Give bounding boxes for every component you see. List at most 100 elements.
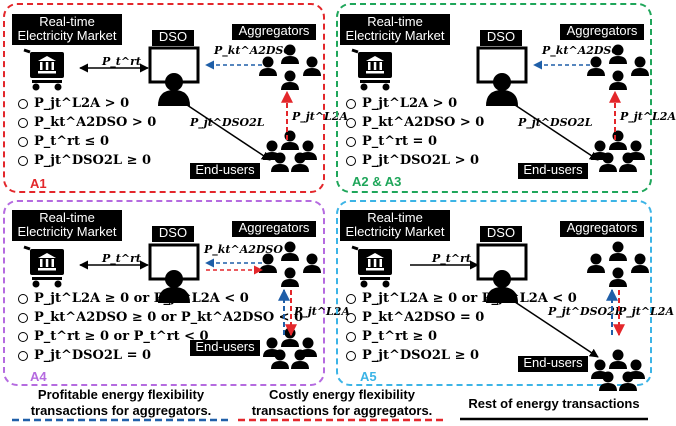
condition-item: P_t^rt ≥ 0 or P_t^rt < 0 (18, 327, 303, 346)
aggregator-person-icon (587, 56, 605, 76)
bullet-icon (346, 293, 356, 304)
diagram-graphics (12, 44, 649, 422)
arrow-label-a2dso-a2a3: P_kt^A2DSO (542, 44, 621, 57)
arrow-label-dso2l-a5: P_jt^DSO2L (548, 305, 623, 318)
cart-bank-icon-a2a3 (350, 48, 394, 92)
dso-label-a4: DSO (152, 226, 194, 242)
bullet-icon (346, 155, 356, 166)
market-label-a1: Real-time Electricity Market (12, 14, 122, 45)
endusers-label-a2a3: End-users (518, 163, 588, 179)
panel-a5 (336, 200, 652, 386)
condition-item: P_jt^L2A ≥ 0 or P_jt^L2A < 0 (18, 289, 303, 308)
legend-costly: Costly energy flexibility transactions f… (251, 387, 433, 418)
condition-item: P_jt^L2A > 0 (346, 94, 484, 113)
condition-item: P_jt^L2A > 0 (18, 94, 156, 113)
market-label-a4: Real-time Electricity Market (12, 210, 122, 241)
bullet-icon (346, 312, 356, 323)
endusers-label-a4: End-users (190, 340, 260, 356)
aggregators-label-a2a3: Aggregators (560, 24, 644, 40)
aggregators-label-a1: Aggregators (232, 24, 316, 40)
condition-item: P_t^rt = 0 (346, 132, 484, 151)
end-user-person-icon (609, 130, 627, 150)
aggregator-person-icon (281, 70, 299, 90)
aggregator-person-icon (303, 56, 321, 76)
bullet-icon (18, 98, 28, 109)
bullet-icon (346, 98, 356, 109)
bullet-icon (18, 136, 28, 147)
condition-item: P_jt^DSO2L > 0 (346, 151, 484, 170)
dso-computer-icon-a4 (148, 243, 200, 305)
arrow-label-a2dso-a1: P_kt^A2DSO (214, 44, 293, 57)
dso-label-a1: DSO (152, 30, 194, 46)
aggregator-person-icon (609, 241, 627, 261)
aggregators-label-a5: Aggregators (560, 221, 644, 237)
panel-a1 (3, 3, 325, 193)
cart-bank-icon-a4 (22, 245, 66, 289)
panel-a2-a3 (336, 3, 652, 193)
dso-label-a2a3: DSO (480, 30, 522, 46)
condition-item: P_t^rt ≤ 0 (18, 132, 156, 151)
condition-item: P_jt^DSO2L ≥ 0 (18, 151, 156, 170)
aggregator-person-icon (609, 44, 627, 64)
market-label-a2a3: Real-time Electricity Market (340, 14, 450, 45)
cart-bank-icon-a5 (350, 245, 394, 289)
condition-item: P_t^rt ≥ 0 (346, 327, 577, 346)
end-user-person-icon (281, 130, 299, 150)
aggregator-person-icon (609, 70, 627, 90)
aggregator-person-icon (281, 44, 299, 64)
aggregators-label-a4: Aggregators (232, 221, 316, 237)
condition-item: P_kt^A2DSO ≥ 0 or P_kt^A2DSO < 0 (18, 308, 303, 327)
bullet-icon (346, 331, 356, 342)
aggregator-person-icon (303, 253, 321, 273)
condition-item: P_jt^L2A ≥ 0 or P_jt^L2A < 0 (346, 289, 577, 308)
conditions-a5: P_jt^L2A ≥ 0 or P_jt^L2A < 0 P_kt^A2DSO … (346, 289, 577, 365)
cart-bank-icon-a1 (22, 48, 66, 92)
endusers-label-a1: End-users (190, 163, 260, 179)
bullet-icon (18, 117, 28, 128)
aggregator-person-icon (281, 241, 299, 261)
dso-computer-icon-a1 (148, 46, 200, 108)
panel-tag-a1: A1 (30, 176, 47, 191)
arrow-label-l2a-a4: P_jt^L2A (294, 305, 350, 318)
bullet-icon (18, 293, 28, 304)
aggregator-person-icon (609, 267, 627, 287)
legend-profitable: Profitable energy flexibility transactio… (30, 387, 212, 418)
conditions-a4: P_jt^L2A ≥ 0 or P_jt^L2A < 0 P_kt^A2DSO … (18, 289, 303, 365)
arrow-label-l2a-a2a3: P_jt^L2A (620, 110, 676, 123)
condition-item: P_kt^A2DSO > 0 (18, 113, 156, 132)
panel-a4 (3, 200, 325, 386)
bullet-icon (18, 350, 28, 361)
conditions-a2a3: P_jt^L2A > 0 P_kt^A2DSO > 0 P_t^rt = 0 P… (346, 94, 484, 170)
arrow-label-l2a-a1: P_jt^L2A (292, 110, 348, 123)
arrow-label-l2a-a5: P_jt^L2A (618, 305, 674, 318)
aggregator-person-icon (631, 253, 649, 273)
condition-item: P_jt^DSO2L ≥ 0 (346, 346, 577, 365)
bullet-icon (346, 136, 356, 147)
condition-item: P_jt^DSO2L = 0 (18, 346, 303, 365)
arrow-dso2l-a5 (511, 299, 599, 358)
end-user-person-icon (609, 349, 627, 369)
panel-tag-a5: A5 (360, 369, 377, 384)
aggregator-person-icon (631, 56, 649, 76)
endusers-label-a5: End-users (518, 356, 588, 372)
arrow-label-a2dso-a4: P_kt^A2DSO (204, 243, 283, 256)
panel-tag-a4: A4 (30, 369, 47, 384)
bullet-icon (18, 155, 28, 166)
aggregator-person-icon (259, 56, 277, 76)
dso-computer-icon-a5 (476, 243, 528, 305)
bullet-icon (346, 350, 356, 361)
market-label-a5: Real-time Electricity Market (340, 210, 450, 241)
bullet-icon (18, 312, 28, 323)
condition-item: P_kt^A2DSO = 0 (346, 308, 577, 327)
condition-item: P_kt^A2DSO > 0 (346, 113, 484, 132)
dso-computer-icon-a2a3 (476, 46, 528, 108)
conditions-a1: P_jt^L2A > 0 P_kt^A2DSO > 0 P_t^rt ≤ 0 P… (18, 94, 156, 170)
arrow-dso2l-a2a3 (511, 102, 599, 161)
aggregator-person-icon (281, 267, 299, 287)
bullet-icon (18, 331, 28, 342)
arrow-label-rt-a5: P_t^rt (432, 252, 471, 265)
legend-rest: Rest of energy transactions (468, 396, 640, 411)
arrow-dso2l-a1 (183, 102, 271, 161)
bullet-icon (346, 117, 356, 128)
aggregator-person-icon (587, 253, 605, 273)
